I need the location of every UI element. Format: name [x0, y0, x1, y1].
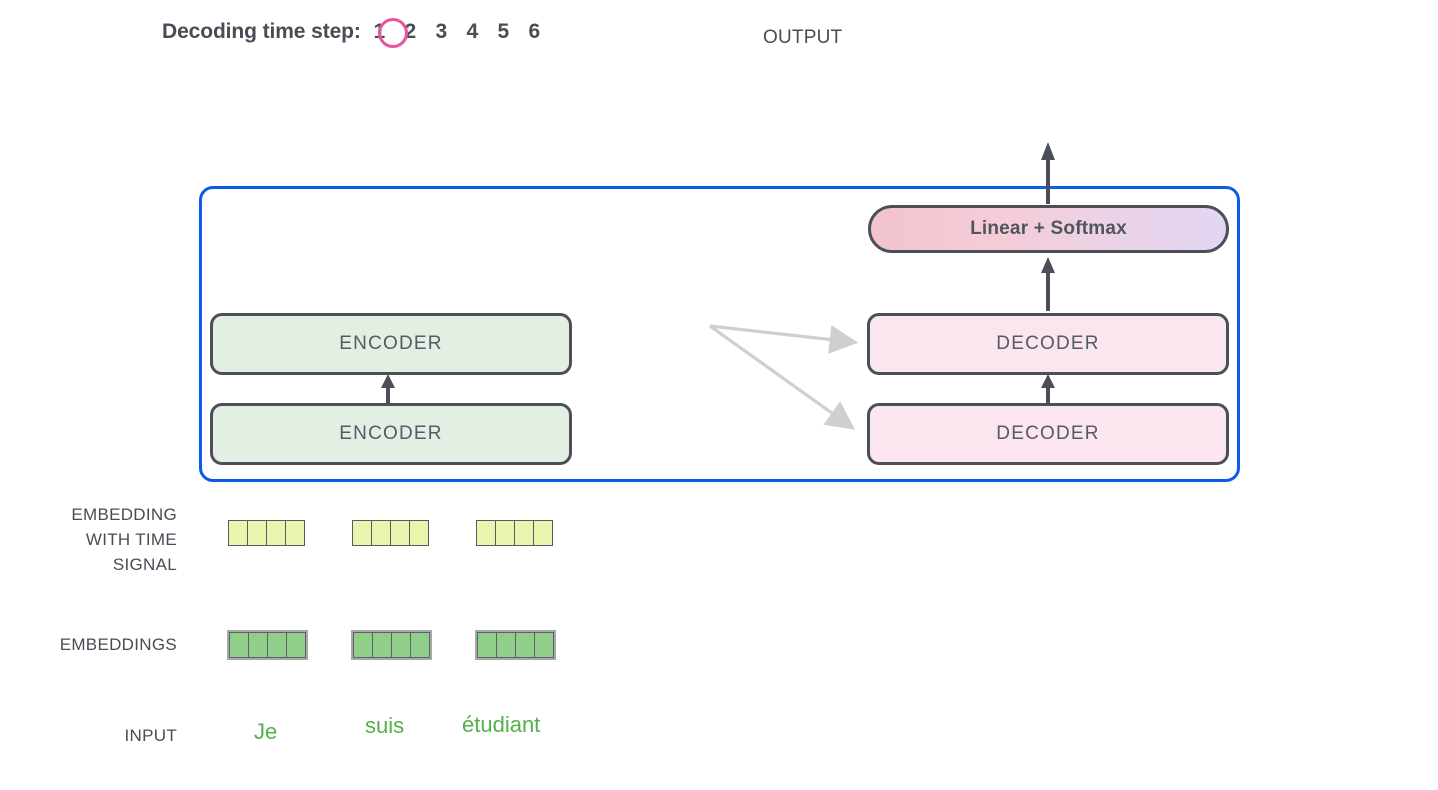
- input-label: INPUT: [124, 726, 177, 745]
- vector-cell: [410, 632, 430, 658]
- vector-cell: [372, 632, 392, 658]
- time-signal-vector-je: [228, 520, 305, 546]
- decoder-block-bottom[interactable]: DECODER: [867, 403, 1229, 465]
- vector-cell: [515, 632, 535, 658]
- embedding-time-signal-label-line-2: WITH TIME: [85, 530, 177, 549]
- timestep-1[interactable]: 1: [373, 20, 386, 43]
- vector-cell: [229, 632, 249, 658]
- time-signal-vector-suis: [352, 520, 429, 546]
- encoder-block-bottom[interactable]: ENCODER: [210, 403, 572, 465]
- vector-cell: [353, 632, 373, 658]
- decoding-timestep-label: Decoding time step:: [162, 20, 361, 43]
- decoding-timestep-bar: Decoding time step: 1 2 3 4 5 6: [162, 20, 550, 44]
- vector-cell: [352, 520, 372, 546]
- input-word-je: Je: [254, 719, 278, 744]
- vector-cell: [247, 520, 267, 546]
- embeddings-label: EMBEDDINGS: [59, 635, 177, 654]
- output-label: OUTPUT: [763, 27, 843, 48]
- vector-cell: [409, 520, 429, 546]
- vector-cell: [476, 520, 496, 546]
- vector-cell: [286, 632, 306, 658]
- time-signal-vector-etudiant: [476, 520, 553, 546]
- embedding-time-signal-label-line-1: EMBEDDING: [71, 505, 177, 524]
- vector-cell: [267, 632, 287, 658]
- timestep-3[interactable]: 3: [435, 20, 448, 43]
- input-word-etudiant: étudiant: [462, 712, 541, 737]
- decoder-block-top[interactable]: DECODER: [867, 313, 1229, 375]
- timestep-4[interactable]: 4: [466, 20, 479, 43]
- embedding-vector-suis: [351, 630, 432, 660]
- timestep-2[interactable]: 2: [404, 20, 417, 43]
- vector-cell: [514, 520, 534, 546]
- embedding-vector-je: [227, 630, 308, 660]
- vector-cell: [248, 632, 268, 658]
- vector-cell: [266, 520, 286, 546]
- vector-cell: [371, 520, 391, 546]
- input-word-suis: suis: [365, 713, 405, 738]
- vector-cell: [533, 520, 553, 546]
- linear-softmax-block[interactable]: Linear + Softmax: [868, 205, 1229, 253]
- vector-cell: [534, 632, 554, 658]
- embedding-time-signal-label: EMBEDDING WITH TIME SIGNAL: [0, 502, 177, 577]
- encoder-block-top[interactable]: ENCODER: [210, 313, 572, 375]
- vector-cell: [496, 632, 516, 658]
- vector-cell: [391, 632, 411, 658]
- vector-cell: [477, 632, 497, 658]
- timestep-6[interactable]: 6: [528, 20, 541, 43]
- vector-cell: [390, 520, 410, 546]
- embedding-vector-etudiant: [475, 630, 556, 660]
- embedding-time-signal-label-line-3: SIGNAL: [112, 555, 177, 574]
- timestep-5[interactable]: 5: [497, 20, 510, 43]
- transformer-model-container: [199, 186, 1240, 482]
- vector-cell: [228, 520, 248, 546]
- vector-cell: [495, 520, 515, 546]
- vector-cell: [285, 520, 305, 546]
